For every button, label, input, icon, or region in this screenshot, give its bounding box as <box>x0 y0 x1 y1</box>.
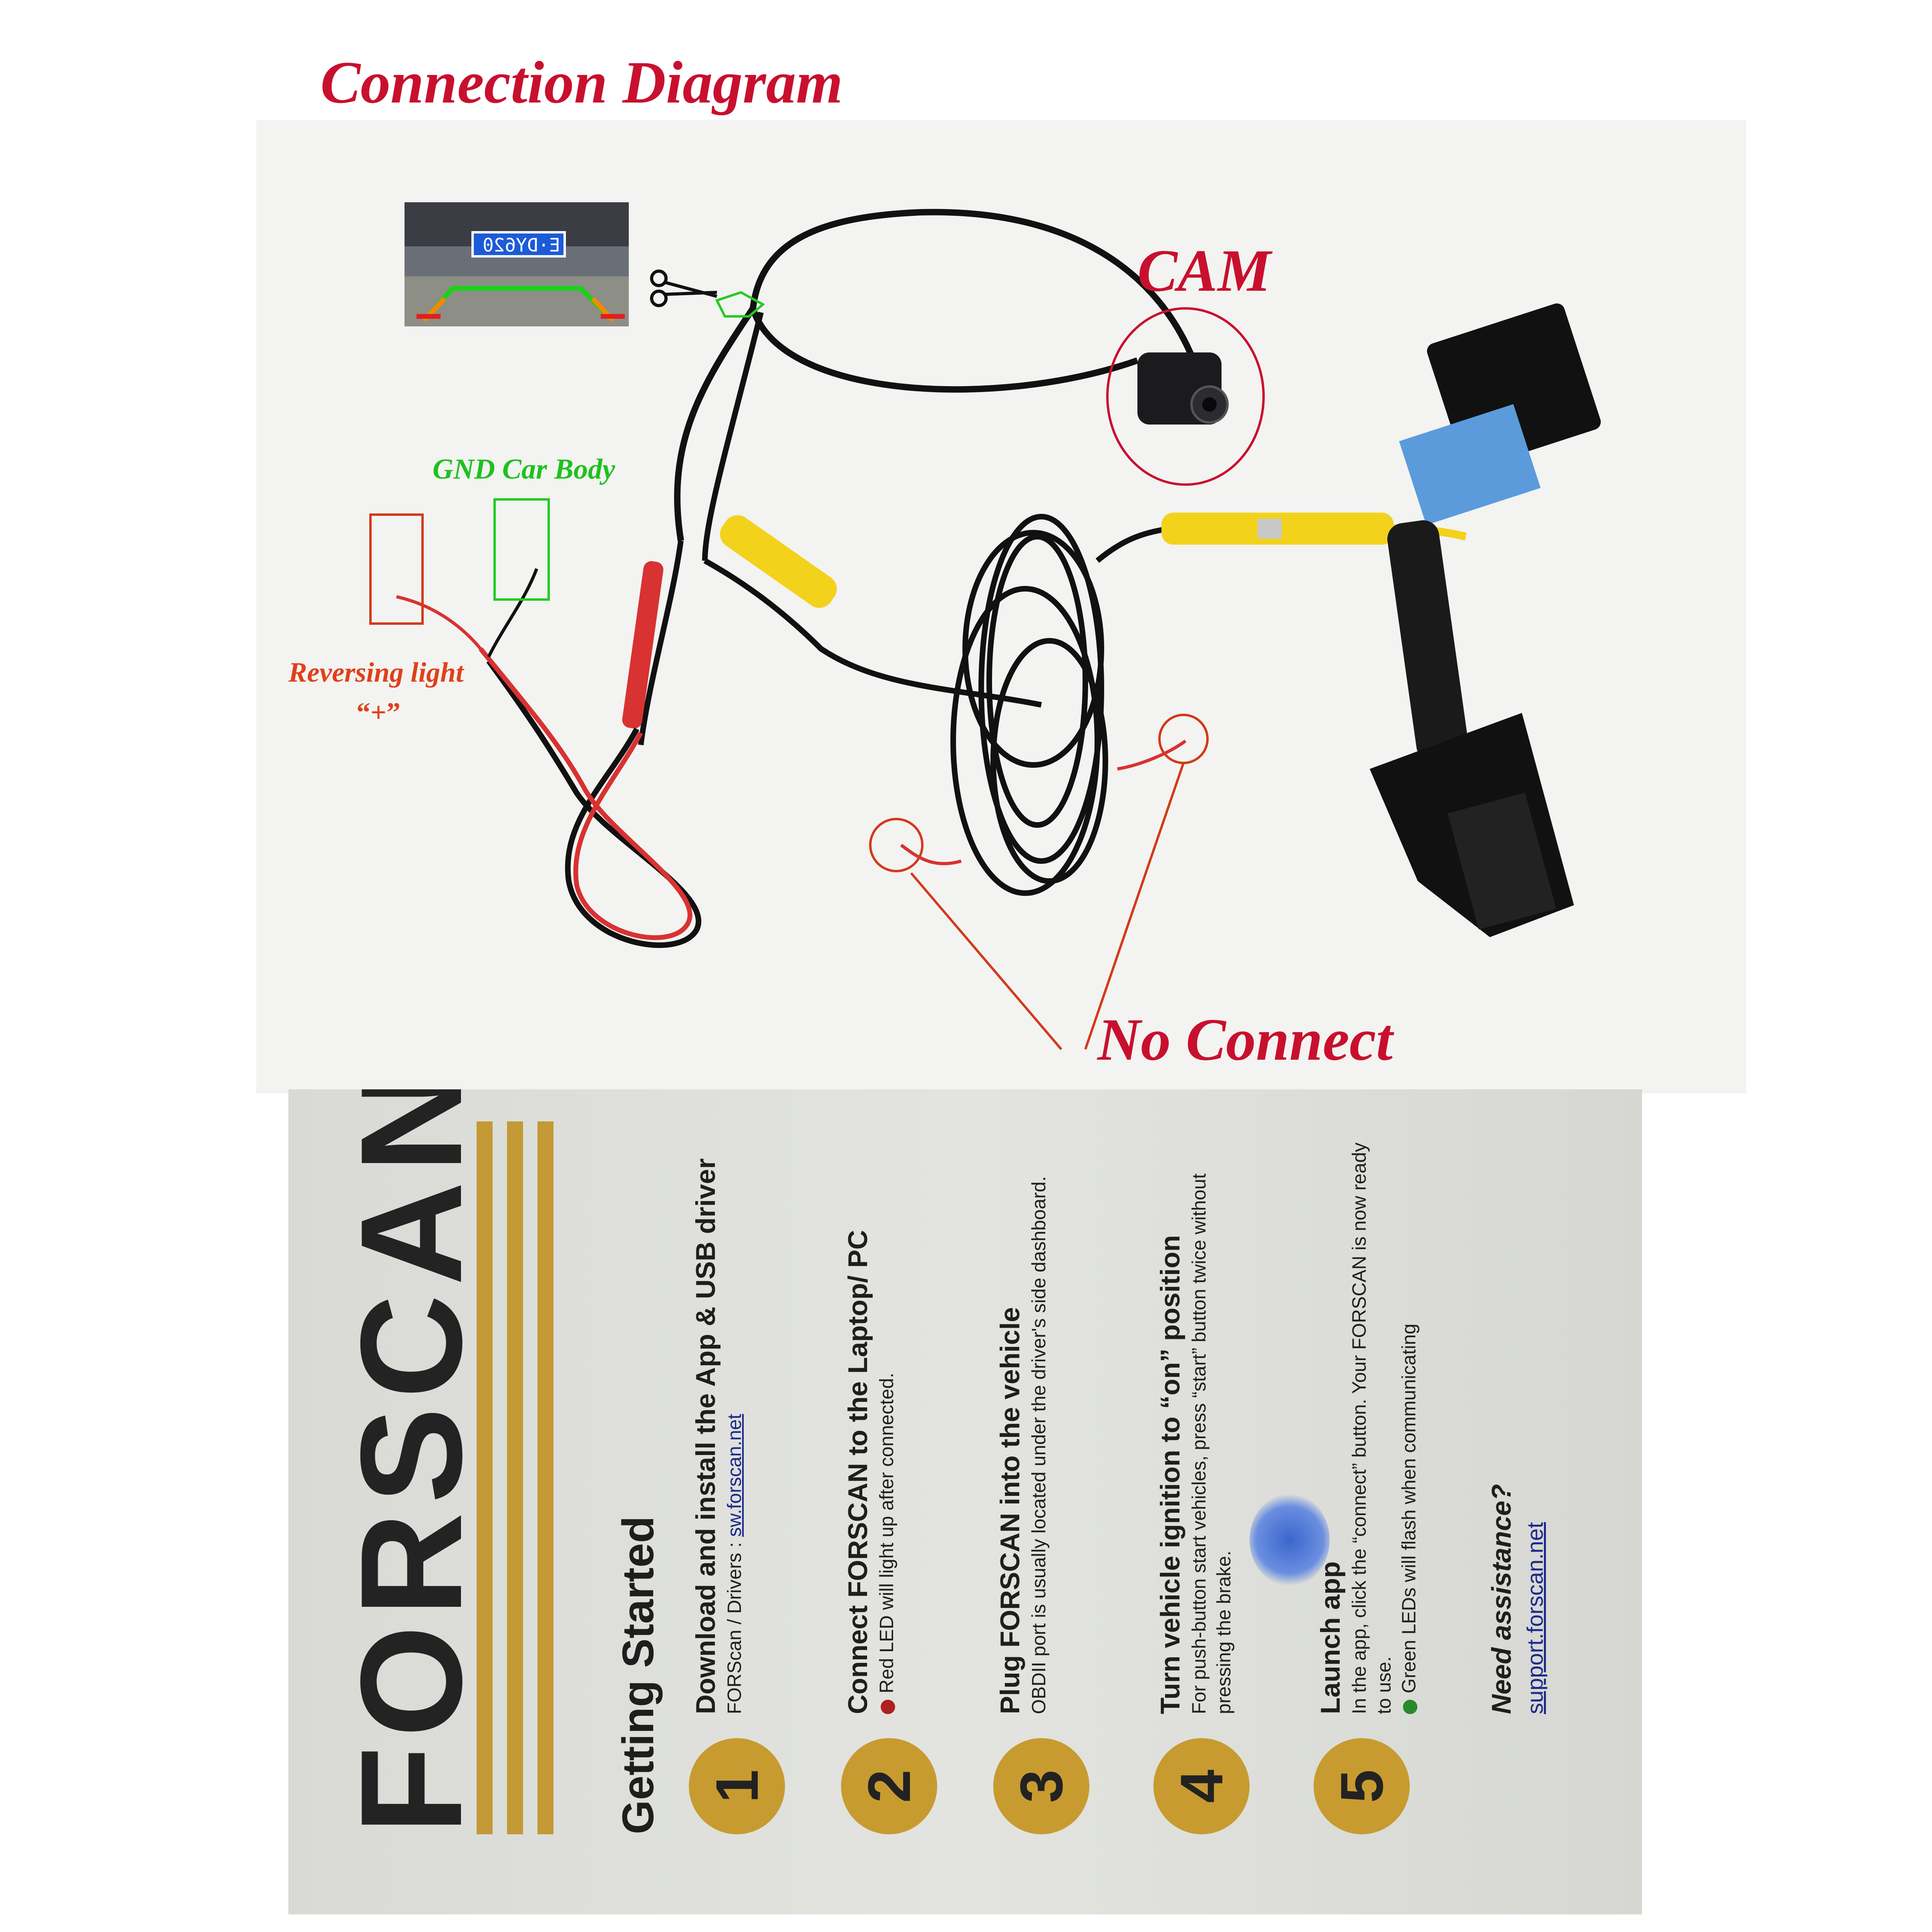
step-5: 5 Launch app In the app, click the “conn… <box>1314 1121 1466 1834</box>
step-1-title: Download and install the App & USB drive… <box>690 1158 721 1714</box>
step-5-number: 5 <box>1314 1738 1410 1834</box>
step-3-number: 3 <box>993 1738 1089 1834</box>
diagram-title: Connection Diagram <box>320 49 843 116</box>
step-5-title: Launch app <box>1315 1561 1346 1714</box>
step-5-text2: Green LEDs will flash when communicating <box>1399 1323 1420 1693</box>
harness-connector <box>1370 303 1601 937</box>
step-4-number: 4 <box>1153 1738 1250 1834</box>
need-assistance-heading: Need assistance? <box>1486 1484 1517 1714</box>
cam-label: CAM <box>1137 237 1271 304</box>
getting-started-heading: Getting Started <box>614 1516 663 1835</box>
forscan-logo-text: FORSCAN <box>331 1089 492 1834</box>
sw-forscan-link[interactable]: sw.forscan.net <box>724 1414 745 1537</box>
camera-cable <box>750 209 1197 362</box>
step-3-title: Plug FORSCAN into the vehicle <box>995 1307 1025 1714</box>
license-plate-text: E·DY620 <box>483 234 560 256</box>
step-3-text: OBDII port is usually located under the … <box>1028 1176 1050 1714</box>
forscan-card-content: FORSCAN Getting Started 1 Download and i… <box>288 1089 1642 1914</box>
no-connect-label: No Connect <box>1097 1006 1393 1073</box>
no-connect-circle-left <box>869 818 924 872</box>
green-led-dot-icon <box>1403 1700 1418 1714</box>
step-2-title: Connect FORSCAN to the Laptop/ PC <box>843 1230 873 1714</box>
scissors-icon <box>650 270 718 307</box>
step-4: 4 Turn vehicle ignition to “on” position… <box>1153 1121 1282 1834</box>
step-2-number: 2 <box>841 1738 937 1834</box>
camera-view-inset <box>405 202 629 326</box>
forscan-logo-stripes <box>477 1121 568 1834</box>
step-1: 1 Download and install the App & USB dri… <box>689 1121 809 1834</box>
wiring-illustration <box>369 202 1601 1050</box>
step-1-text: FORScan / Drivers : <box>724 1537 745 1714</box>
step-5-text: In the app, click the “connect” button. … <box>1349 1142 1395 1714</box>
reversing-plus-label: “+” <box>356 697 400 728</box>
step-2-text: Red LED will light up after connected. <box>876 1373 898 1693</box>
forscan-card: FORSCAN Getting Started 1 Download and i… <box>288 1089 1642 1914</box>
step-4-title: Turn vehicle ignition to “on” position <box>1155 1235 1185 1714</box>
camera-highlight-circle <box>1106 307 1265 486</box>
step-4-text: For push-button start vehicles, press “s… <box>1189 1173 1235 1714</box>
red-led-dot-icon <box>881 1700 896 1714</box>
camera-module <box>1137 352 1229 425</box>
support-forscan-link[interactable]: support.forscan.net <box>1522 1522 1548 1714</box>
step-3: 3 Plug FORSCAN into the vehicle OBDII po… <box>993 1121 1113 1834</box>
gnd-wire-box <box>493 498 550 601</box>
gnd-car-body-label: GND Car Body <box>433 453 616 485</box>
step-1-number: 1 <box>689 1738 785 1834</box>
reversing-light-label: Reversing light <box>288 657 464 688</box>
step-2: 2 Connect FORSCAN to the Laptop/ PC Red … <box>841 1121 961 1834</box>
reversing-wire-box <box>369 513 424 625</box>
no-connect-circle-right <box>1158 714 1209 764</box>
extension-cable-coil <box>950 514 1108 896</box>
